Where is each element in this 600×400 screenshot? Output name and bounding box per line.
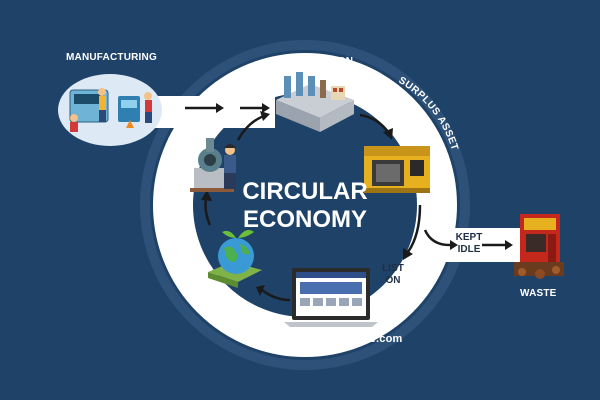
laptop-website-icon bbox=[284, 268, 378, 327]
list-on-line2: ON bbox=[385, 275, 401, 286]
arrow-extended-to-consumption bbox=[236, 111, 270, 141]
scrap-machine-icon bbox=[514, 214, 564, 279]
cnc-machine-icon bbox=[364, 146, 430, 193]
arrow-to-waste bbox=[482, 240, 513, 250]
arrow-to-kept-idle bbox=[423, 229, 458, 250]
ring-glow bbox=[140, 40, 470, 370]
circular-ring bbox=[153, 53, 457, 357]
center-title: CIRCULAR ECONOMY bbox=[205, 178, 405, 234]
kept-idle-line2: IDLE bbox=[457, 244, 481, 255]
website-label[interactable]: thepurchasehouse.com bbox=[275, 333, 403, 345]
arrow-manufacturing-to-consumption bbox=[185, 103, 270, 113]
arrow-consumption-to-surplus bbox=[359, 113, 393, 140]
arrow-sustainable-to-extended bbox=[201, 190, 212, 226]
list-on-label: LIST ON bbox=[378, 263, 408, 287]
center-title-line1: CIRCULAR bbox=[242, 178, 368, 205]
kept-idle-label: KEPT IDLE bbox=[454, 232, 484, 256]
mechanic-repair-icon bbox=[190, 138, 236, 192]
arrow-list-to-sustainable bbox=[256, 285, 291, 302]
center-title-line2: ECONOMY bbox=[242, 206, 367, 233]
arrow-surplus-to-list bbox=[403, 204, 422, 260]
factory-workers-icon bbox=[58, 74, 162, 146]
kept-idle-line1: KEPT bbox=[455, 232, 483, 243]
manufacturing-band bbox=[155, 96, 275, 128]
list-on-line1: LIST bbox=[382, 263, 404, 274]
consumption-label: CONSUMPTION bbox=[276, 56, 354, 67]
waste-label: WASTE bbox=[520, 288, 557, 299]
globe-plant-icon bbox=[208, 230, 262, 288]
manufacturing-label: MANUFACTURING bbox=[66, 52, 157, 63]
factory-buildings-icon bbox=[276, 72, 354, 132]
